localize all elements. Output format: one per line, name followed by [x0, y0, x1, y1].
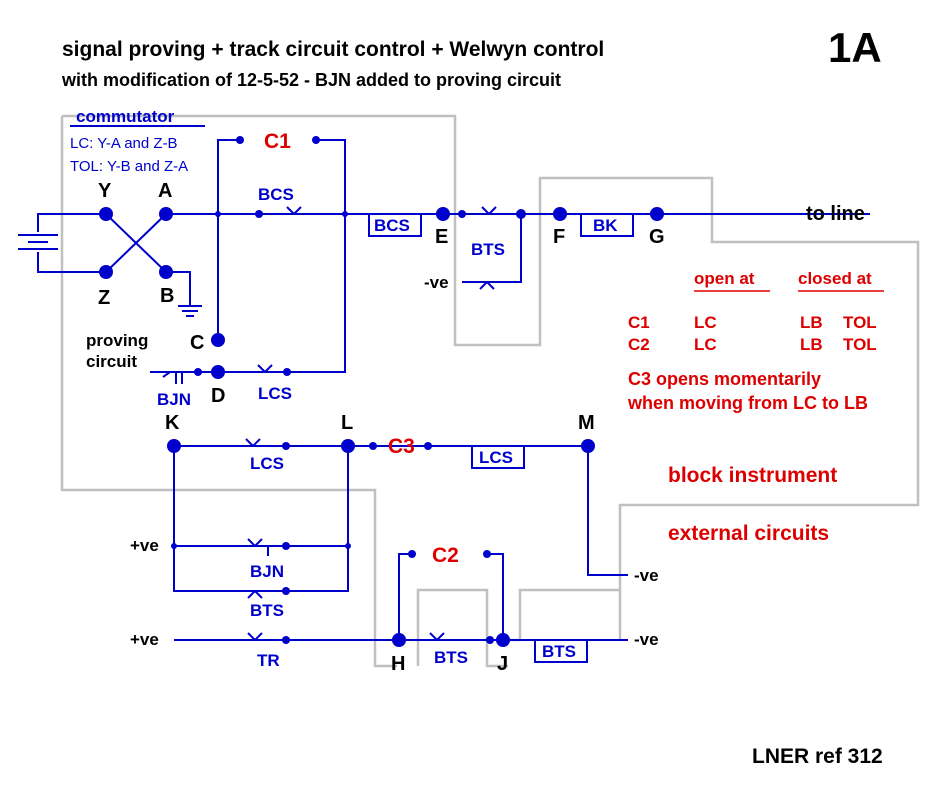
tr-label: TR [257, 651, 280, 670]
proving-wire [150, 214, 346, 373]
junction-dots [99, 136, 664, 647]
commutator-lc-note: LC: Y-A and Z-B [70, 135, 178, 152]
c3-note-line-2: when moving from LC to LB [627, 393, 868, 413]
c1-contact-label: C1 [264, 130, 291, 153]
bts-top-wire [462, 214, 522, 283]
bts-box-label: BTS [542, 642, 576, 661]
earth-icon [166, 271, 202, 317]
bjn-proving-contact-icon [162, 371, 183, 384]
c1-wire-left [217, 139, 240, 214]
table-row-2-contact: C2 [628, 335, 650, 354]
lcs-proving-contact-icon [257, 364, 273, 373]
lcs-proving-label: LCS [258, 384, 292, 403]
neg-top-terminal: -ve [424, 273, 449, 292]
proving-label: proving [86, 331, 148, 350]
circuit-label: circuit [86, 352, 137, 371]
title-line-1: signal proving + track circuit control +… [62, 38, 604, 61]
c1-wire-right [316, 139, 346, 214]
lcs-box [471, 445, 525, 469]
k-l-loop [173, 446, 349, 592]
table-row-1-closed-1: LB [800, 313, 823, 332]
node-h: H [391, 653, 405, 675]
commutator-tol-note: TOL: Y-B and Z-A [70, 158, 188, 175]
reference-label: LNER ref 312 [752, 745, 883, 768]
node-m: M [578, 412, 595, 434]
node-j: J [497, 653, 508, 675]
bjn-proving-label: BJN [157, 390, 191, 409]
tr-contact-icon [247, 632, 263, 641]
to-line-label: to line [806, 203, 865, 225]
commutator-cross-2 [105, 213, 167, 273]
bts-top-contact-icon [481, 206, 497, 215]
neg-bottom-terminal: -ve [634, 630, 659, 649]
bk-box [580, 213, 634, 237]
table-row-1-contact: C1 [628, 313, 650, 332]
table-row-1-open: LC [694, 313, 717, 332]
pos-bottom-terminal: +ve [130, 630, 159, 649]
node-b: B [160, 285, 174, 307]
battery-icon [18, 213, 106, 273]
pos-mid-terminal: +ve [130, 536, 159, 555]
table-row-2-closed-2: TOL [843, 335, 877, 354]
node-g: G [649, 226, 665, 248]
block-instrument-label: block instrument [668, 464, 837, 487]
sheet-number: 1A [828, 24, 882, 71]
m-wire [587, 446, 628, 576]
c2-wire-left [398, 553, 412, 640]
external-circuits-label: external circuits [668, 522, 829, 545]
bts-top-lower-contact-icon [479, 281, 495, 290]
node-e: E [435, 226, 448, 248]
node-a: A [158, 180, 172, 202]
c3-contact-label: C3 [388, 435, 415, 458]
bts-mid-label: BTS [250, 601, 284, 620]
title-line-2: with modification of 12-5-52 - BJN added… [61, 70, 561, 90]
node-l: L [341, 412, 353, 434]
table-header-closed: closed at [798, 269, 872, 288]
bcs-box-label: BCS [374, 216, 410, 235]
bk-box-label: BK [593, 216, 618, 235]
node-k: K [165, 412, 180, 434]
table-row-2-closed-1: LB [800, 335, 823, 354]
neg-m-terminal: -ve [634, 566, 659, 585]
bts-box [534, 639, 588, 663]
bts-mid-contact-icon [247, 590, 263, 599]
c3-note-line-1: C3 opens momentarily [628, 369, 821, 389]
table-row-2-open: LC [694, 335, 717, 354]
commutator-label: commutator [76, 107, 175, 126]
lcs-box-label: LCS [479, 448, 513, 467]
lcs-kl-contact-icon [245, 438, 261, 447]
c2-contact-label: C2 [432, 544, 459, 567]
lcs-kl-label: LCS [250, 454, 284, 473]
bjn-mid-contact-icon [247, 538, 269, 556]
bcs-contact-label: BCS [258, 185, 294, 204]
c2-wire-right [487, 553, 504, 640]
table-row-1-closed-2: TOL [843, 313, 877, 332]
node-y: Y [98, 180, 112, 202]
bcs-contact-icon [286, 206, 302, 215]
bts-hj-label: BTS [434, 648, 468, 667]
node-d: D [211, 385, 225, 407]
bcs-box [368, 213, 422, 237]
node-z: Z [98, 287, 110, 309]
bjn-mid-label: BJN [250, 562, 284, 581]
bts-hj-contact-icon [429, 632, 445, 641]
node-c: C [190, 332, 204, 354]
bts-top-label: BTS [471, 240, 505, 259]
table-header-open: open at [694, 269, 755, 288]
node-f: F [553, 226, 565, 248]
